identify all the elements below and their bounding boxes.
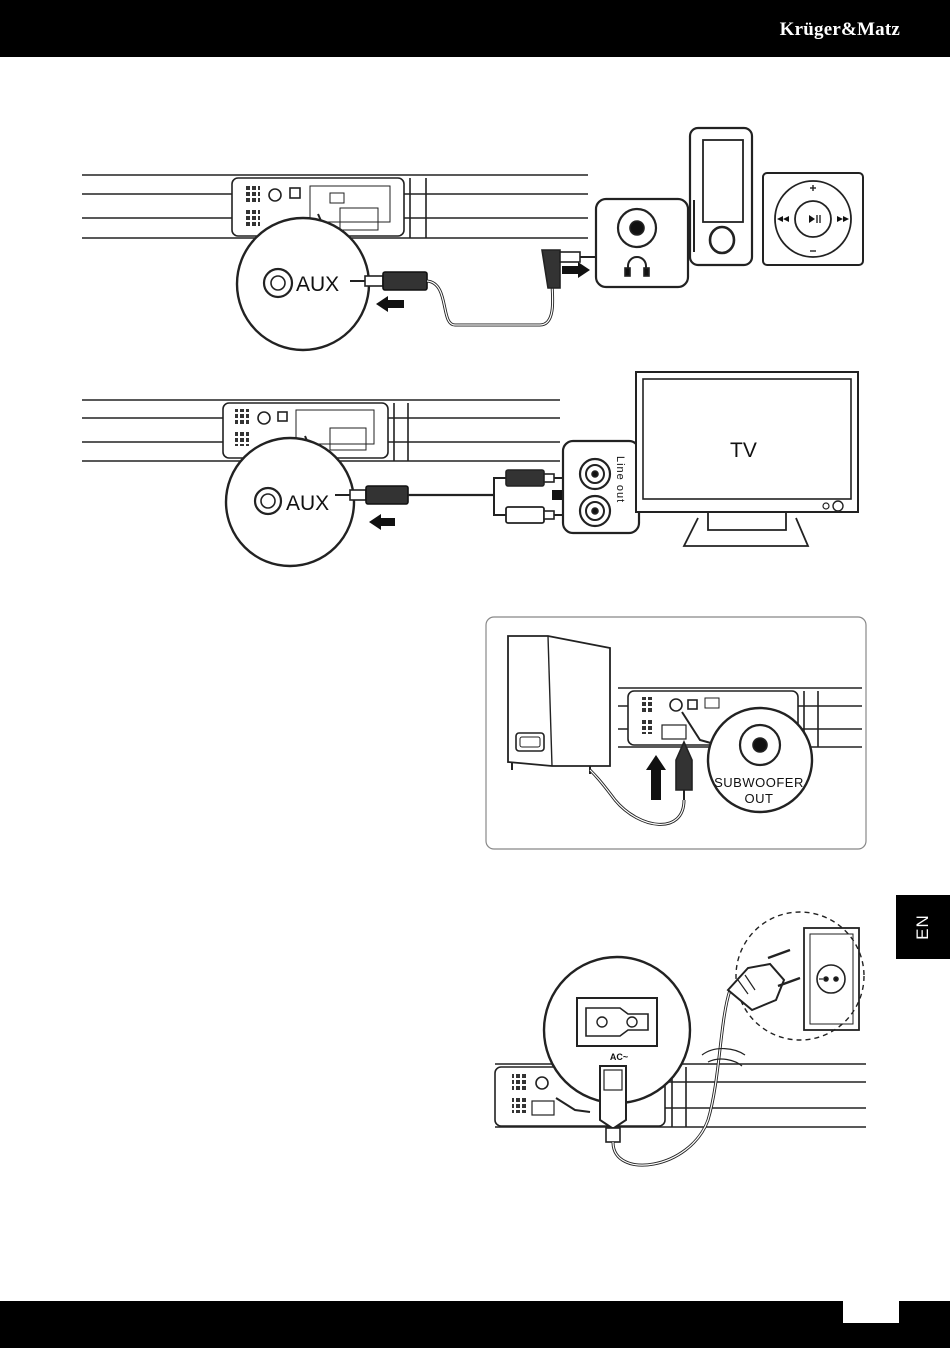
aux-label-2: AUX [286,492,329,515]
figure-power [495,912,866,1165]
line-out-label: Line out [614,456,626,503]
figure-subwoofer [486,617,866,849]
aux-label-1: AUX [296,273,339,296]
tv-label: TV [730,439,757,462]
figure-aux-player [82,128,863,350]
ac-label: AC~ [610,1052,628,1062]
subwoofer-label-line2: OUT [745,791,774,806]
figure-aux-tv [82,372,858,566]
subwoofer-label-line1: SUBWOOFER [714,775,804,790]
